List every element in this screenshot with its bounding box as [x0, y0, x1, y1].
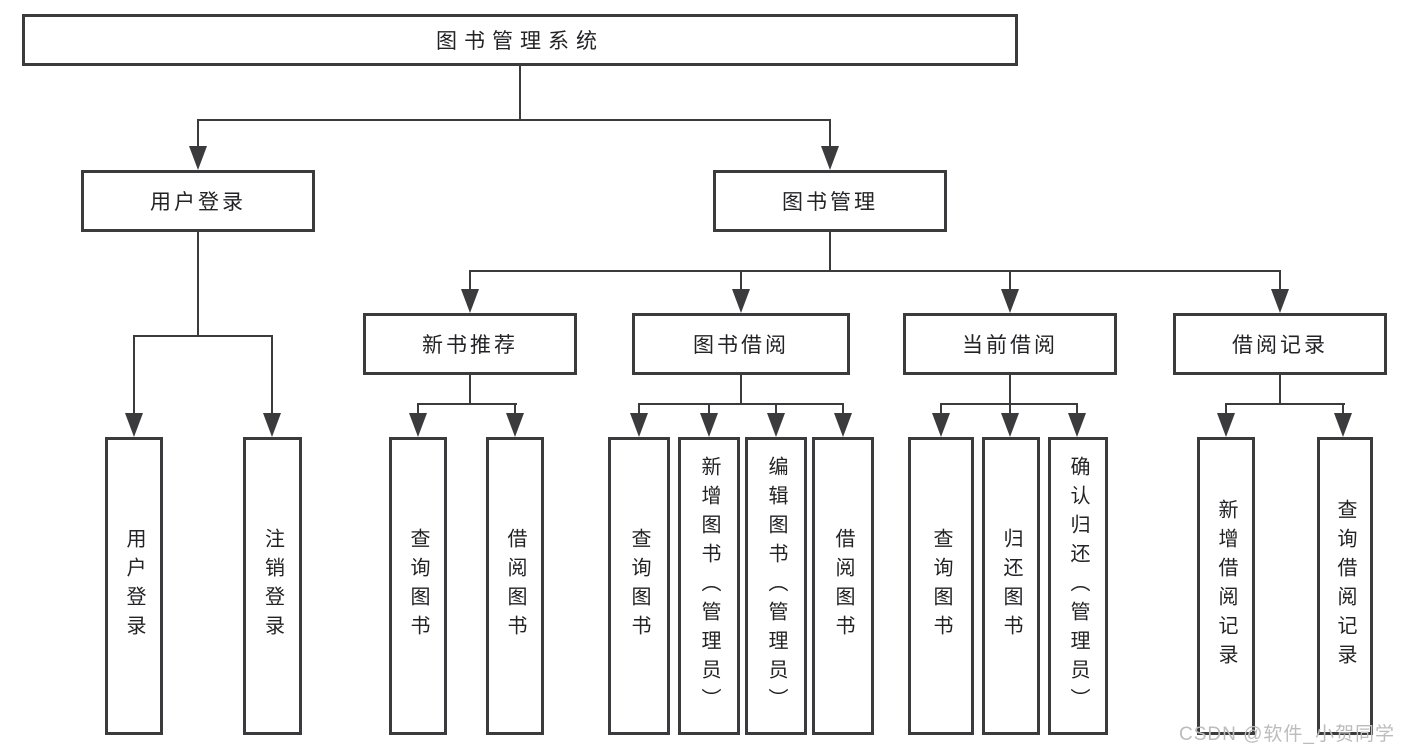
connector-drop-book-borrowing [740, 270, 742, 291]
arrow-down-icon [834, 413, 852, 437]
connector-drop [940, 403, 942, 415]
arrow-down-icon [409, 413, 427, 437]
connector-drop [1225, 403, 1227, 415]
leaf-query-books-current: 查询图书 [908, 437, 974, 735]
connector-current-borrowing-stem [1009, 375, 1011, 405]
node-user-login: 用户登录 [81, 170, 315, 232]
leaf-add-borrow-record: 新增借阅记录 [1197, 437, 1255, 735]
node-book-management: 图书管理 [713, 170, 947, 232]
leaf-logout: 注销登录 [243, 437, 302, 735]
connector-borrowing-records-stem [1279, 375, 1281, 405]
arrow-down-icon [1068, 413, 1086, 437]
connector-drop-user-login [197, 119, 199, 148]
connector-drop [514, 403, 516, 415]
connector-book-mgmt-stem [829, 232, 831, 272]
arrow-down-icon [932, 413, 950, 437]
connector-drop-new-book [469, 270, 471, 291]
leaf-user-login: 用户登录 [105, 437, 163, 735]
leaf-confirm-return-admin: 确认归还（管理员） [1048, 437, 1108, 735]
arrow-down-icon [821, 146, 839, 170]
connector-book-borrowing-stem [740, 375, 742, 405]
arrow-down-icon [700, 413, 718, 437]
arrow-down-icon [1001, 413, 1019, 437]
arrow-down-icon [189, 146, 207, 170]
node-library-management-system: 图书管理系统 [22, 14, 1018, 66]
node-borrowing-records: 借阅记录 [1173, 313, 1387, 375]
arrow-down-icon [1217, 413, 1235, 437]
connector-drop-book-management [829, 119, 831, 148]
connector-drop-current-borrowing [1009, 270, 1011, 291]
arrow-down-icon [1334, 413, 1352, 437]
connector-drop [417, 403, 419, 415]
arrow-down-icon [125, 413, 143, 437]
arrow-down-icon [767, 413, 785, 437]
leaf-borrow-books-recommend: 借阅图书 [486, 437, 544, 735]
leaf-query-books-borrowing: 查询图书 [608, 437, 670, 735]
connector-new-book-stem [469, 375, 471, 405]
arrow-down-icon [1001, 289, 1019, 313]
connector-drop [1342, 403, 1344, 415]
connector-book-mgmt-bar [469, 270, 1281, 272]
arrow-down-icon [630, 413, 648, 437]
connector-drop [708, 403, 710, 415]
arrow-down-icon [732, 289, 750, 313]
connector-user-login-stem [197, 232, 199, 337]
connector-root-bar [197, 119, 831, 121]
connector-drop-borrowing-records [1279, 270, 1281, 291]
connector-drop [1076, 403, 1078, 415]
connector-user-login-bar [133, 335, 273, 337]
connector-drop [842, 403, 844, 415]
connector-book-borrowing-bar [638, 403, 844, 405]
leaf-add-books-admin: 新增图书（管理员） [678, 437, 740, 735]
connector-drop-leaf-user-login [133, 335, 135, 415]
arrow-down-icon [263, 413, 281, 437]
connector-borrowing-records-bar [1225, 403, 1345, 405]
connector-drop [775, 403, 777, 415]
leaf-query-borrow-record: 查询借阅记录 [1317, 437, 1373, 735]
node-new-book-recommendation: 新书推荐 [363, 313, 577, 375]
node-book-borrowing: 图书借阅 [632, 313, 850, 375]
arrow-down-icon [506, 413, 524, 437]
leaf-edit-books-admin: 编辑图书（管理员） [745, 437, 807, 735]
leaf-borrow-books: 借阅图书 [812, 437, 874, 735]
connector-new-book-bar [417, 403, 517, 405]
arrow-down-icon [461, 289, 479, 313]
leaf-query-books-recommend: 查询图书 [389, 437, 447, 735]
node-current-borrowing: 当前借阅 [903, 313, 1117, 375]
leaf-return-books: 归还图书 [982, 437, 1040, 735]
arrow-down-icon [1271, 289, 1289, 313]
connector-drop [1009, 403, 1011, 415]
connector-drop-leaf-logout [271, 335, 273, 415]
connector-drop [638, 403, 640, 415]
csdn-watermark: CSDN @软件_小贺同学 [1179, 724, 1395, 745]
connector-root-stem [519, 66, 521, 121]
